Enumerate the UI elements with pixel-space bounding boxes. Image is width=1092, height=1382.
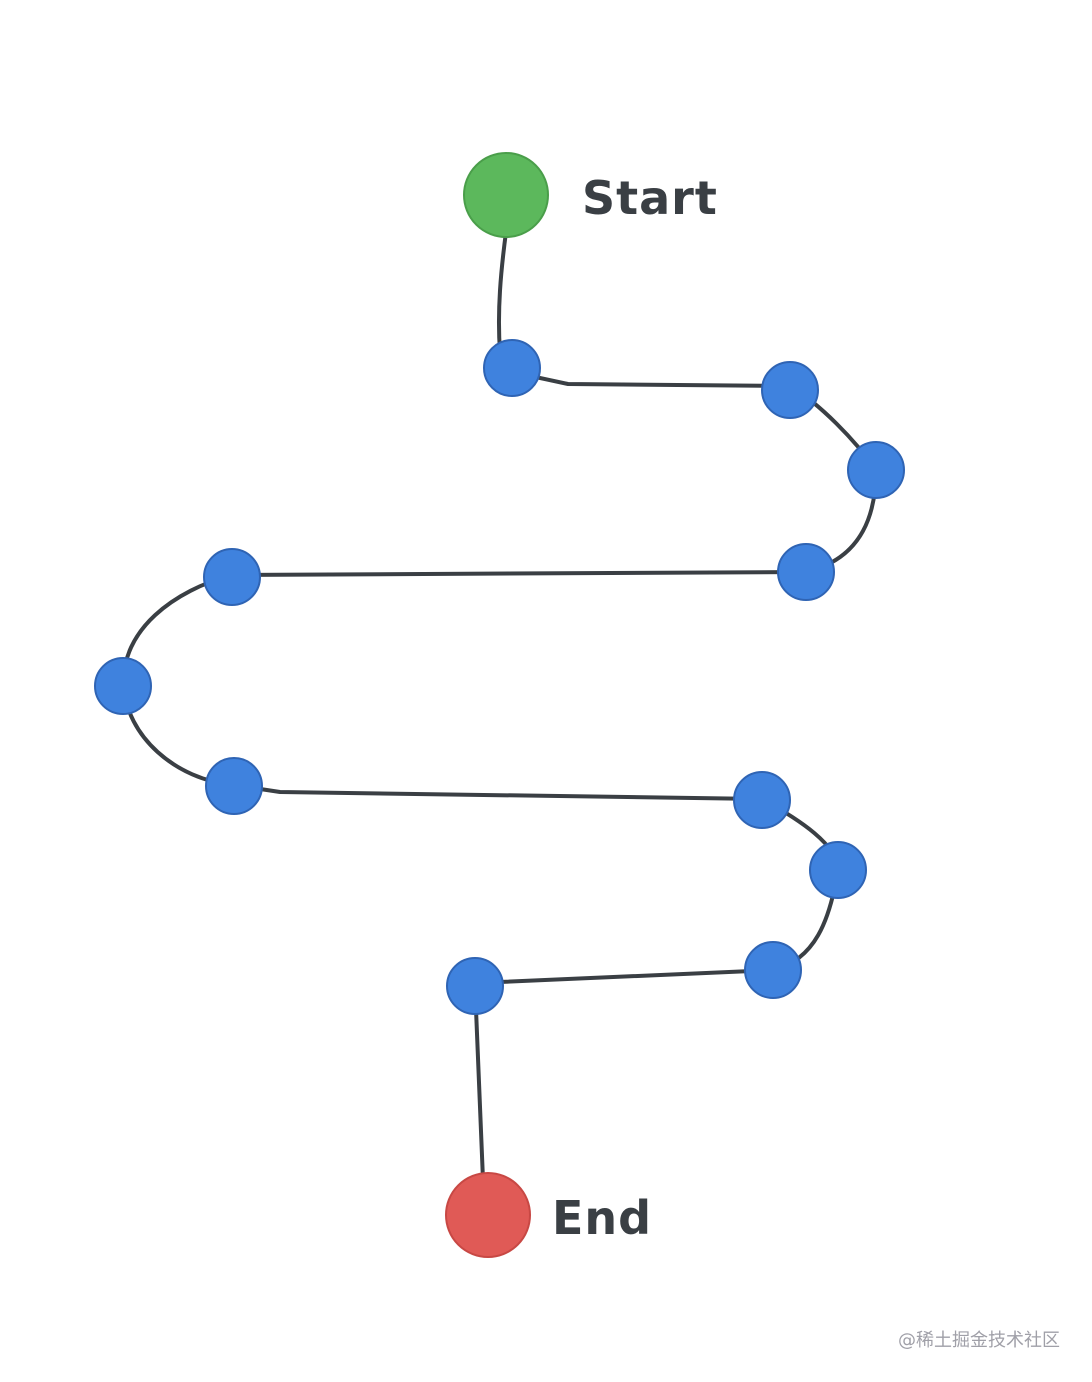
waypoint-node — [847, 441, 905, 499]
waypoint-node — [761, 361, 819, 419]
waypoint-node — [777, 543, 835, 601]
waypoint-group — [94, 339, 905, 1015]
watermark: @稀土掘金技术社区 — [898, 1330, 1060, 1351]
waypoint-node — [203, 548, 261, 606]
waypoint-node — [483, 339, 541, 397]
start-node — [463, 152, 549, 238]
waypoint-node — [733, 771, 791, 829]
waypoint-node — [744, 941, 802, 999]
waypoint-node — [94, 657, 152, 715]
start-label: Start — [582, 171, 718, 225]
end-node — [445, 1172, 531, 1258]
waypoint-node — [446, 957, 504, 1015]
waypoint-node — [205, 757, 263, 815]
waypoint-node — [809, 841, 867, 899]
end-label: End — [552, 1191, 652, 1245]
